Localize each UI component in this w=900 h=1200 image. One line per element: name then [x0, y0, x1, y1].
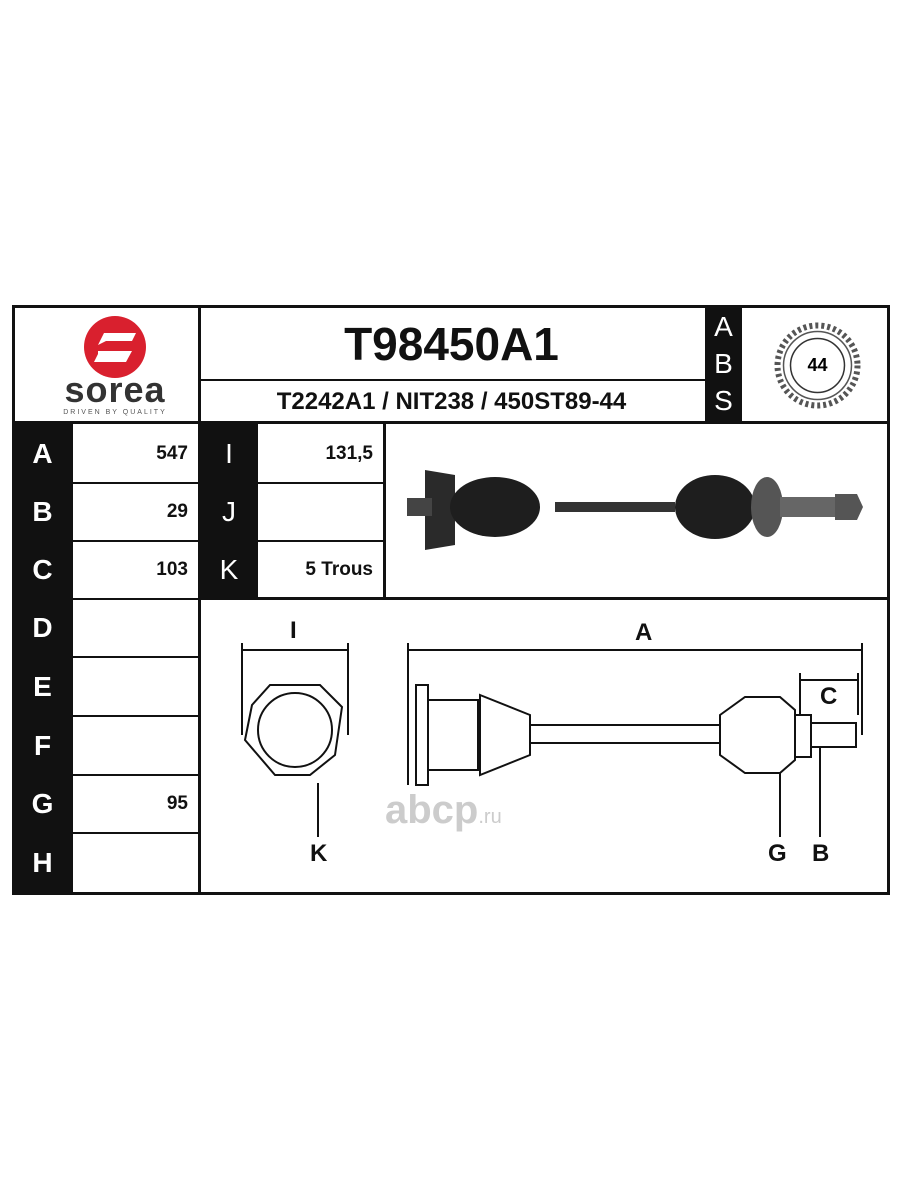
spec-value [258, 483, 383, 541]
dim-label-c: C [820, 683, 838, 710]
spec-value: 5 Trous [305, 559, 373, 580]
spec-value [73, 716, 198, 775]
spec-key: G [12, 775, 73, 833]
abs-letter: S [714, 385, 733, 416]
spec-key: I [200, 424, 258, 483]
dim-label-g: G [768, 840, 787, 867]
watermark-text: abcp [385, 788, 479, 832]
spec-key: D [12, 599, 73, 657]
abs-ring: 44 [770, 318, 865, 413]
spec-key: C [12, 541, 73, 599]
dimension-diagram: I K A C G B [230, 615, 880, 885]
sorea-logo-mark [84, 316, 146, 378]
spec-value: 131,5 [325, 442, 373, 464]
spec-value: 103 [156, 559, 188, 580]
spec-value [73, 599, 198, 657]
dim-label-b: B [812, 840, 830, 867]
spec-key: J [200, 483, 258, 541]
spec-key: F [12, 716, 73, 775]
spec-key: A [12, 424, 73, 483]
abs-letter: A [714, 311, 733, 342]
part-number: T98450A1 [344, 318, 559, 370]
sorea-logo: sorea DRIVEN BY QUALITY [40, 313, 190, 417]
spec-value [73, 657, 198, 716]
watermark: abcp.ru [385, 788, 502, 839]
spec-value: 95 [166, 793, 188, 814]
cross-references: T2242A1 / NIT238 / 450ST89-44 [276, 388, 627, 415]
spec-key: K [200, 541, 258, 599]
spec-value [73, 833, 198, 892]
brand-name: sorea [64, 369, 166, 410]
dim-label-i: I [290, 617, 297, 644]
brand-tagline: DRIVEN BY QUALITY [63, 409, 167, 416]
spec-key: H [12, 833, 73, 892]
drive-shaft-drawing [241, 643, 863, 837]
dim-label-k: K [310, 840, 328, 867]
spec-value: 547 [156, 442, 188, 464]
drive-shaft-photo [407, 470, 863, 550]
abs-teeth-count: 44 [807, 355, 828, 375]
watermark-suffix: .ru [478, 806, 502, 828]
spec-key: B [12, 483, 73, 541]
product-photo [395, 450, 880, 570]
spec-key: E [12, 657, 73, 716]
abs-ring-icon [774, 322, 861, 409]
dim-label-a: A [635, 619, 653, 646]
spec-value: 29 [166, 501, 188, 522]
abs-letter: B [714, 348, 733, 379]
abs-label: A B S [705, 305, 742, 422]
